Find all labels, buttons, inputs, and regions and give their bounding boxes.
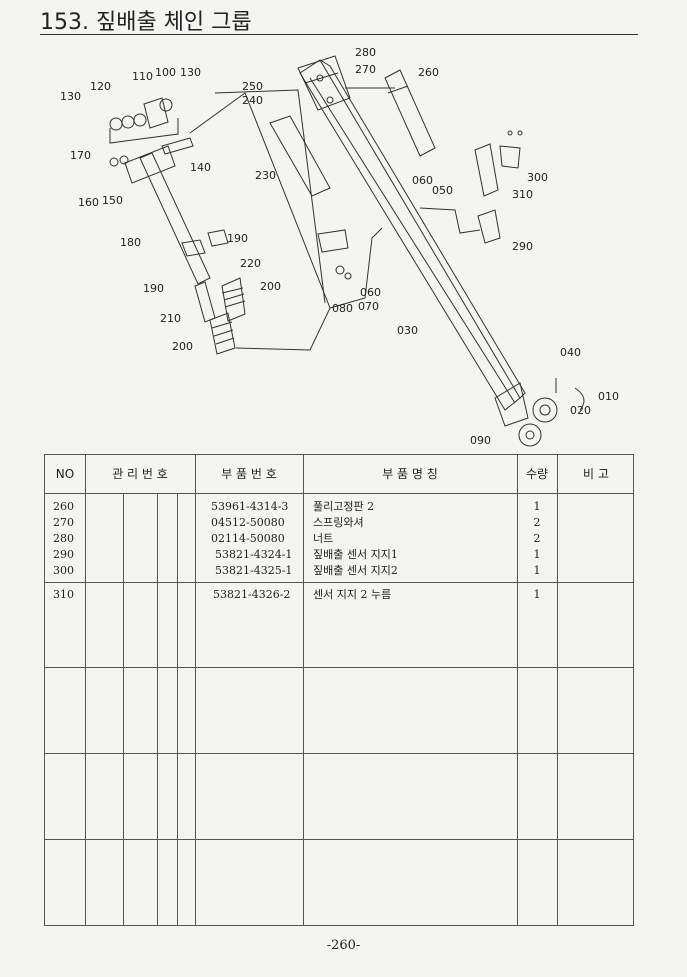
parts-table: NO 관 리 번 호 부 품 번 호 부 품 명 칭 수량 비 고 260 53… — [44, 454, 634, 926]
header-part-name: 부 품 명 칭 — [382, 467, 438, 481]
callout-250: 250 — [242, 80, 263, 93]
callout-110: 110 — [132, 70, 153, 83]
row-part-name: 짚배출 센서 지지2 — [313, 564, 398, 577]
row-quantity: 1 — [533, 500, 541, 513]
callout-130b: 130 — [180, 66, 201, 79]
row-quantity: 1 — [533, 548, 541, 561]
parts-exploded-diagram: 130 120 110 100 130 170 140 160 150 180 … — [60, 46, 619, 447]
callout-070: 070 — [358, 300, 379, 313]
callout-300: 300 — [527, 171, 548, 184]
callout-200b: 200 — [172, 340, 193, 353]
spring-220 — [221, 277, 246, 322]
pin-210 — [194, 281, 216, 323]
callout-200a: 200 — [260, 280, 281, 293]
callout-050: 050 — [432, 184, 453, 197]
diagram-callouts: 130 120 110 100 130 170 140 160 150 180 … — [60, 46, 619, 447]
plate-260 — [384, 69, 436, 157]
plate-230 — [269, 115, 331, 197]
row-part-name: 짚배출 센서 지지1 — [313, 548, 398, 561]
row-part-number: 53821-4325-1 — [215, 564, 293, 577]
row-part-name: 풀리고정판 2 — [313, 500, 375, 513]
row-no: 310 — [53, 588, 74, 601]
top-bracket — [297, 55, 351, 111]
callout-180: 180 — [120, 236, 141, 249]
header-quantity: 수량 — [525, 467, 549, 481]
callout-020: 020 — [570, 404, 591, 417]
row-part-number: 53821-4324-1 — [215, 548, 293, 561]
row-quantity: 1 — [533, 564, 541, 577]
callout-270: 270 — [355, 63, 376, 76]
page-title: 153. 짚배출 체인 그룹 — [40, 10, 252, 35]
row-part-name: 센서 지지 2 누름 — [313, 588, 392, 601]
sensor-support-290 — [477, 209, 501, 244]
callout-290: 290 — [512, 240, 533, 253]
main-frame-030 — [299, 59, 521, 411]
page-number: -260- — [326, 938, 361, 953]
callout-130a: 130 — [60, 90, 81, 103]
callout-280: 280 — [355, 46, 376, 59]
row-no: 260 — [53, 500, 74, 513]
callout-060b: 060 — [360, 286, 381, 299]
callout-160: 160 — [78, 196, 99, 209]
sprocket-090 — [518, 423, 542, 447]
row-quantity: 2 — [533, 532, 541, 545]
row-part-number: 02114-50080 — [211, 532, 285, 545]
row-part-number: 53821-4326-2 — [213, 588, 291, 601]
callout-030: 030 — [397, 324, 418, 337]
spring-200 — [209, 312, 236, 355]
sensor-support-300 — [474, 143, 499, 197]
callout-190b: 190 — [143, 282, 164, 295]
callout-090: 090 — [470, 434, 491, 447]
row-no: 270 — [53, 516, 74, 529]
title-divider — [40, 34, 638, 35]
callout-310: 310 — [512, 188, 533, 201]
row-no: 300 — [53, 564, 74, 577]
row-no: 290 — [53, 548, 74, 561]
callout-220: 220 — [240, 257, 261, 270]
row-part-number: 04512-50080 — [211, 516, 285, 529]
callout-260: 260 — [418, 66, 439, 79]
header-remark: 비 고 — [583, 467, 609, 481]
callout-210: 210 — [160, 312, 181, 325]
callout-150: 150 — [102, 194, 123, 207]
callout-040: 040 — [560, 346, 581, 359]
callout-010: 010 — [598, 390, 619, 403]
callout-240: 240 — [242, 94, 263, 107]
row-quantity: 1 — [533, 588, 541, 601]
callout-140: 140 — [190, 161, 211, 174]
rod-180 — [139, 152, 211, 285]
callout-230: 230 — [255, 169, 276, 182]
sprocket-020 — [532, 397, 558, 423]
callout-100: 100 — [155, 66, 176, 79]
row-part-name: 스프링와셔 — [313, 516, 364, 529]
callout-060a: 060 — [412, 174, 433, 187]
header-management-number: 관 리 번 호 — [112, 467, 168, 481]
callout-190a: 190 — [227, 232, 248, 245]
callout-080: 080 — [332, 302, 353, 315]
callout-120: 120 — [90, 80, 111, 93]
callout-170: 170 — [70, 149, 91, 162]
row-no: 280 — [53, 532, 74, 545]
header-part-number: 부 품 번 호 — [221, 467, 277, 481]
row-part-number: 53961-4314-3 — [211, 500, 289, 513]
header-no: NO — [55, 467, 75, 481]
row-quantity: 2 — [533, 516, 541, 529]
row-part-name: 너트 — [313, 532, 334, 545]
